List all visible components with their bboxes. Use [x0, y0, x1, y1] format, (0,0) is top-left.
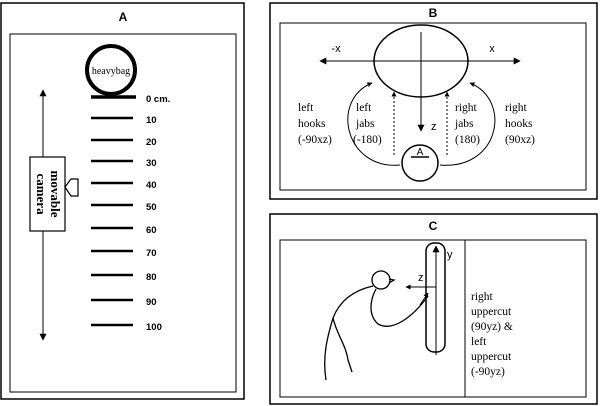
- uppercut-arrow: [419, 292, 429, 306]
- distance-label: 100: [146, 322, 162, 333]
- right-hooks-label: right: [505, 102, 528, 114]
- left-hooks-label: (-90xz): [298, 134, 332, 146]
- uppercut-label: uppercut: [471, 351, 512, 363]
- left-jabs-label: jabs: [355, 118, 375, 130]
- z-axis-label: z: [431, 121, 437, 133]
- camera-label-line1: movable: [48, 171, 63, 218]
- left-hooks-label: left: [298, 102, 314, 114]
- left-hooks-label: hooks: [298, 118, 326, 130]
- heavybag-label: heavybag: [92, 66, 130, 77]
- distance-label: 90: [146, 297, 157, 308]
- panel-c: C y z right uppercut (90yz) & left upper…: [269, 213, 598, 405]
- distance-label: 0 cm.: [146, 94, 170, 105]
- left-jabs-label: left: [356, 102, 372, 114]
- left-jabs-label: (-180): [353, 134, 382, 146]
- distance-label: 20: [146, 137, 157, 148]
- boxer-back: [332, 285, 374, 319]
- uppercut-label: uppercut: [471, 306, 512, 318]
- neg-x-label: -x: [331, 43, 341, 55]
- distance-labels: 0 cm. 10 20 30 40 50 60 70 80 90 100: [146, 94, 170, 333]
- panel-b-frame: [269, 2, 598, 200]
- boxer-head-side: [371, 270, 391, 290]
- pos-x-label: x: [489, 43, 495, 55]
- distance-label: 30: [146, 158, 157, 169]
- right-jabs-label: jabs: [454, 118, 474, 130]
- movable-camera: movable camera: [29, 156, 79, 232]
- distance-label: 60: [146, 225, 157, 236]
- panel-a-letter: A: [119, 10, 128, 24]
- right-hook-path: [439, 82, 496, 166]
- boxer-leg-back: [324, 317, 334, 381]
- distance-label: 50: [146, 202, 157, 213]
- boxer-arm: [370, 288, 429, 327]
- panel-a-frame: [0, 2, 245, 400]
- panel-c-frame: [269, 213, 598, 405]
- boxer-figure: [324, 270, 429, 381]
- y-axis-label: y: [447, 249, 453, 261]
- camera-body: [29, 156, 66, 232]
- right-jabs-label: (180): [455, 134, 480, 146]
- camera-lens: [64, 178, 79, 197]
- distance-label: 70: [146, 248, 157, 259]
- heavybag-circle: [85, 44, 137, 96]
- distance-lines: [91, 95, 136, 327]
- right-hooks-label: hooks: [505, 118, 533, 130]
- z-axis-c-label: z: [418, 272, 424, 284]
- boxer-leg-front: [332, 317, 353, 373]
- panel-a-inner: [9, 33, 237, 393]
- right-hooks-label: (90xz): [505, 134, 535, 146]
- panel-c-inner: [279, 239, 587, 398]
- panel-a: A heavybag 0 cm. 10 20 30 40 50: [0, 2, 245, 400]
- distance-label: 40: [146, 180, 157, 191]
- panel-c-letter: C: [429, 219, 438, 233]
- boxer-nose: [388, 278, 396, 284]
- camera-label-line2: camera: [34, 173, 49, 215]
- uppercut-label: right: [471, 291, 494, 303]
- panel-b-letter: B: [429, 6, 438, 20]
- right-jabs-label: right: [455, 102, 478, 114]
- uppercut-label: (-90yz): [471, 366, 505, 378]
- distance-label: 10: [146, 115, 157, 126]
- uppercut-label: left: [471, 336, 487, 348]
- distance-label: 80: [146, 272, 157, 283]
- panel-b-inner: [279, 22, 587, 191]
- uppercut-label: (90yz) &: [471, 321, 513, 333]
- boxer-head-mark: A: [417, 147, 424, 158]
- panel-b: B -x x z A left hooks (-90xz) left jabs …: [269, 2, 598, 200]
- boxer-head: [401, 144, 439, 182]
- left-hook-path: [347, 82, 401, 166]
